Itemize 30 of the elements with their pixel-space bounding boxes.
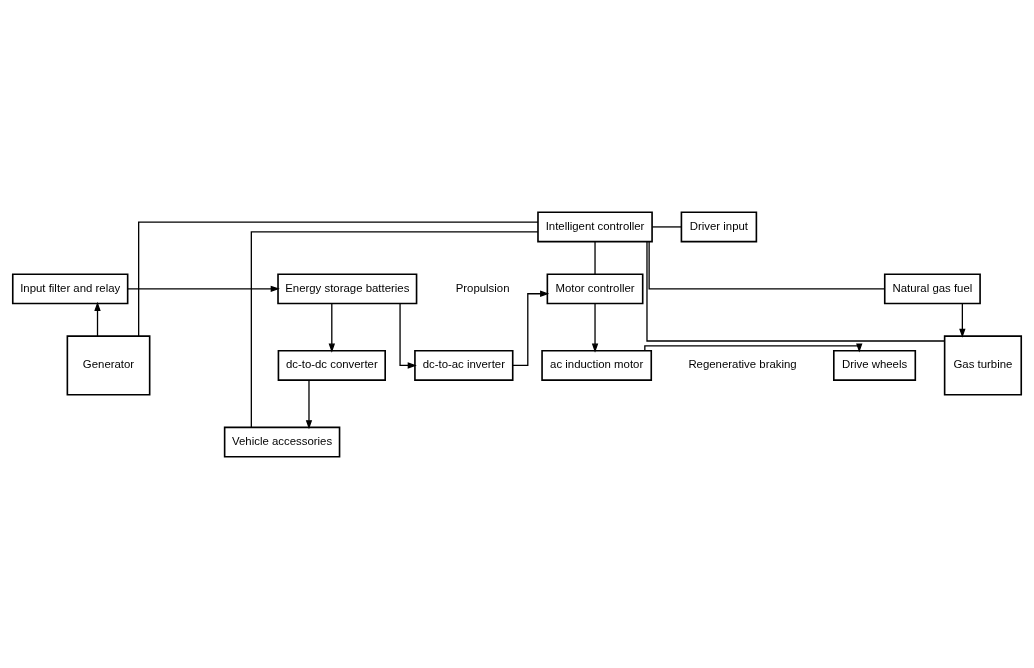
node-box: dc-to-ac inverter <box>414 349 514 381</box>
connector <box>651 225 683 228</box>
connector <box>646 240 946 342</box>
node-box: Natural gas fuel <box>883 272 981 304</box>
label: Regenerative braking <box>688 357 797 370</box>
arrow <box>94 301 101 337</box>
arrow <box>644 342 863 353</box>
connector <box>594 240 596 275</box>
node-box: Intelligent controller <box>537 210 653 242</box>
node-box: ac induction motor <box>541 349 653 381</box>
node-box: Driver input <box>680 210 758 242</box>
connector <box>648 240 886 289</box>
arrow <box>512 290 550 366</box>
node-box: Motor controller <box>546 272 644 304</box>
node-box: Input filter and relay <box>11 272 129 304</box>
arrow <box>591 302 599 353</box>
arrow <box>328 302 335 353</box>
arrow <box>399 302 417 369</box>
node-box: Gas turbine <box>943 334 1023 396</box>
node-box: dc-to-dc converter <box>277 349 386 381</box>
label: Propulsion <box>455 281 510 294</box>
arrow <box>959 302 966 338</box>
arrow <box>127 285 280 292</box>
node-box: Energy storage batteries <box>277 272 418 304</box>
node-box: Vehicle accessories <box>223 426 341 458</box>
arrow <box>305 379 313 429</box>
node-box: Generator <box>66 334 151 396</box>
connector <box>138 220 539 337</box>
node-box: Drive wheels <box>833 349 917 381</box>
connector <box>250 230 539 428</box>
